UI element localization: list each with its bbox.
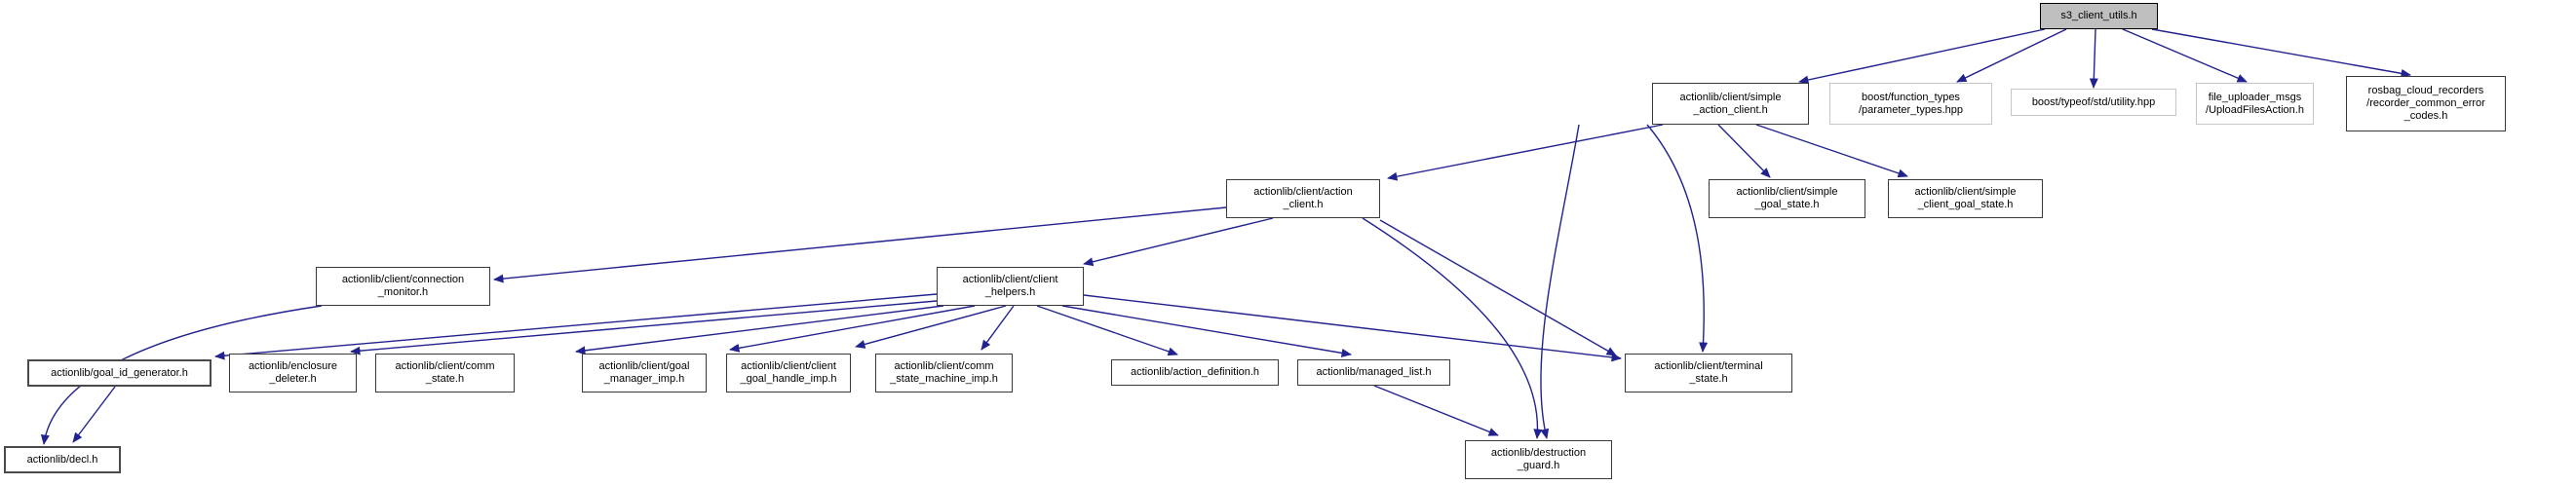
graph-node-cghi[interactable]: actionlib/client/client _goal_handle_imp…: [726, 354, 851, 393]
graph-node-ed[interactable]: actionlib/enclosure _deleter.h: [229, 354, 357, 393]
graph-node-decl[interactable]: actionlib/decl.h: [4, 446, 121, 473]
include-edge-ac-dg: [1362, 217, 1543, 439]
include-edge-ch-ed: [350, 300, 938, 355]
graph-node-cm[interactable]: actionlib/client/connection _monitor.h: [316, 267, 490, 306]
include-edge-ch-ad: [1036, 305, 1178, 356]
include-edge-ch-cghi: [855, 305, 1007, 349]
graph-node-dg[interactable]: actionlib/destruction _guard.h: [1465, 440, 1612, 479]
include-edge-sac-scgs: [1755, 124, 1908, 178]
graph-node-sgs[interactable]: actionlib/client/simple _goal_state.h: [1709, 179, 1865, 218]
graph-node-sac[interactable]: actionlib/client/simple _action_client.h: [1652, 83, 1809, 125]
include-edge-sac-ac: [1387, 124, 1664, 181]
graph-node-ml[interactable]: actionlib/managed_list.h: [1297, 359, 1450, 386]
graph-node-csmi[interactable]: actionlib/client/comm _state_machine_imp…: [875, 354, 1013, 393]
include-edge-ch-ml: [1061, 305, 1352, 357]
graph-node-gmi[interactable]: actionlib/client/goal _manager_imp.h: [582, 354, 707, 393]
include-edge-root-fu: [2122, 28, 2248, 83]
graph-node-fu: file_uploader_msgs /UploadFilesAction.h: [2196, 83, 2314, 125]
include-edge-ac-ch: [1083, 217, 1274, 267]
graph-node-pt: boost/function_types /parameter_types.hp…: [1829, 83, 1992, 125]
graph-node-ts[interactable]: actionlib/client/terminal _state.h: [1625, 354, 1792, 393]
include-edge-ac-cm: [493, 206, 1227, 283]
include-edge-ch-gmi: [729, 305, 976, 353]
graph-node-scgs[interactable]: actionlib/client/simple _client_goal_sta…: [1888, 179, 2043, 218]
graph-node-root[interactable]: s3_client_utils.h: [2040, 3, 2158, 29]
graph-node-ac[interactable]: actionlib/client/action _client.h: [1226, 179, 1380, 218]
include-edge-ch-ts: [1083, 294, 1622, 362]
graph-node-cs[interactable]: actionlib/client/comm _state.h: [375, 354, 515, 393]
include-edge-ac-ts: [1379, 219, 1617, 356]
include-edge-ch-gig: [214, 293, 938, 360]
graph-node-ch[interactable]: actionlib/client/client _helpers.h: [937, 267, 1084, 306]
include-edge-root-ut: [2089, 28, 2098, 89]
include-edge-sac-sgs: [1717, 124, 1771, 178]
graph-node-gig[interactable]: actionlib/goal_id_generator.h: [27, 359, 211, 387]
graph-node-rcr[interactable]: rosbag_cloud_recorders /recorder_common_…: [2346, 76, 2506, 131]
include-edge-ch-csmi: [980, 305, 1015, 351]
include-edge-gig-decl: [72, 386, 116, 443]
graph-node-ad[interactable]: actionlib/action_definition.h: [1111, 359, 1279, 386]
include-edge-sac-dg: [1540, 124, 1580, 439]
include-edge-root-rcr: [2151, 28, 2411, 78]
include-edge-ml-dg: [1373, 385, 1499, 436]
graph-node-ut: boost/typeof/std/utility.hpp: [2011, 89, 2176, 116]
include-edge-ch-cs: [575, 305, 944, 355]
include-edge-sac-ts: [1646, 124, 1709, 353]
include-edge-root-pt: [1956, 28, 2067, 83]
include-edge-root-sac: [1798, 28, 2046, 85]
